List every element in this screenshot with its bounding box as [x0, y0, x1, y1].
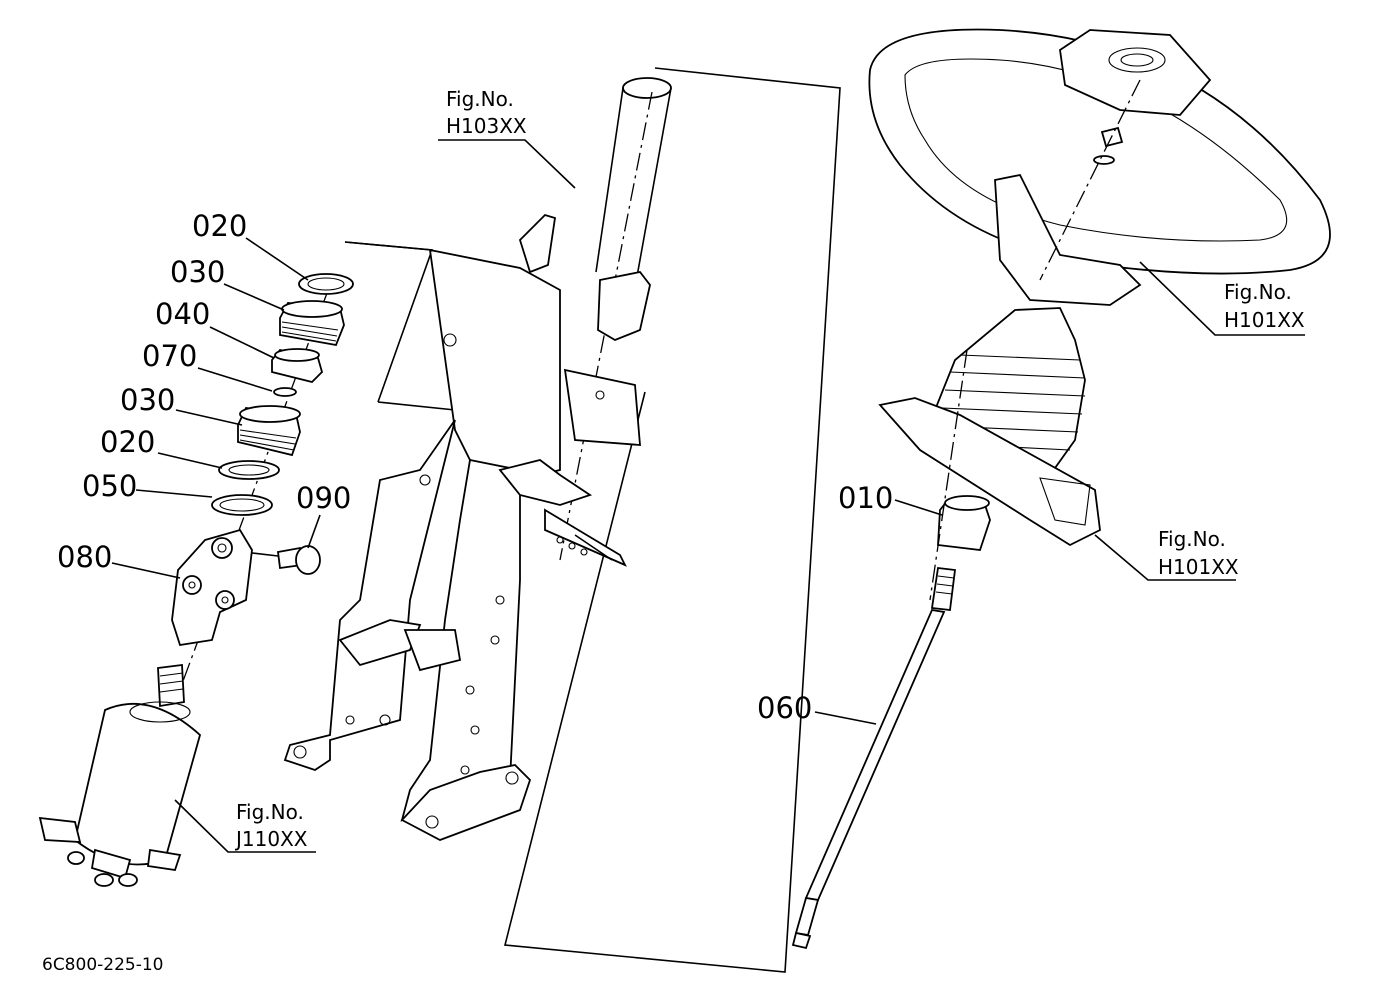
fig-ref-h101-mid-label[interactable]: Fig.No. — [1158, 527, 1226, 551]
washer-050 — [211, 494, 273, 516]
steering-column-tube — [559, 77, 672, 561]
ring-070 — [273, 387, 297, 397]
callout-080: 080 — [57, 540, 112, 574]
drawing-code: 6C800-225-10 — [42, 955, 163, 975]
callout-030-bottom: 030 — [120, 383, 175, 417]
bearing-030-bottom — [237, 405, 301, 457]
callout-050: 050 — [82, 469, 137, 503]
washer-020-bottom — [218, 460, 280, 480]
column-group-outline — [503, 67, 841, 973]
fig-ref-j110-code[interactable]: J110XX — [234, 827, 308, 851]
figure-references: Fig.No. H103XX Fig.No. H101XX Fig.No. H1… — [234, 87, 1305, 851]
steering-unit-j110 — [38, 663, 202, 887]
boot-cover — [878, 307, 1101, 547]
callout-060: 060 — [757, 691, 812, 725]
callout-labels: 020 030 040 070 030 020 050 090 080 010 … — [57, 209, 893, 725]
fig-ref-h101-top-code[interactable]: H101XX — [1224, 308, 1305, 332]
callout-090: 090 — [296, 481, 351, 515]
fig-ref-h101-top-label[interactable]: Fig.No. — [1224, 280, 1292, 304]
fig-ref-h103-label[interactable]: Fig.No. — [446, 87, 514, 111]
bolt-090 — [277, 545, 321, 575]
fig-ref-h103-code[interactable]: H103XX — [446, 114, 527, 138]
callout-070: 070 — [142, 339, 197, 373]
bushing-010 — [937, 495, 991, 551]
fig-ref-h101-mid-code[interactable]: H101XX — [1158, 555, 1239, 579]
shaft-060 — [791, 349, 968, 950]
leader-lines — [111, 139, 1305, 853]
callout-020-top: 020 — [192, 209, 247, 243]
callout-040: 040 — [155, 297, 210, 331]
ring-040 — [271, 348, 324, 383]
left-parts-stack — [38, 273, 354, 887]
callout-010: 010 — [838, 481, 893, 515]
steering-bracket-frame — [283, 213, 651, 841]
universal-joint-080 — [171, 528, 253, 647]
fig-ref-j110-label[interactable]: Fig.No. — [236, 800, 304, 824]
callout-030-top: 030 — [170, 255, 225, 289]
callout-020-bottom: 020 — [100, 425, 155, 459]
steering-wheel-assembly — [868, 28, 1331, 306]
washer-020-top — [298, 273, 354, 295]
bearing-030-top — [279, 300, 345, 347]
